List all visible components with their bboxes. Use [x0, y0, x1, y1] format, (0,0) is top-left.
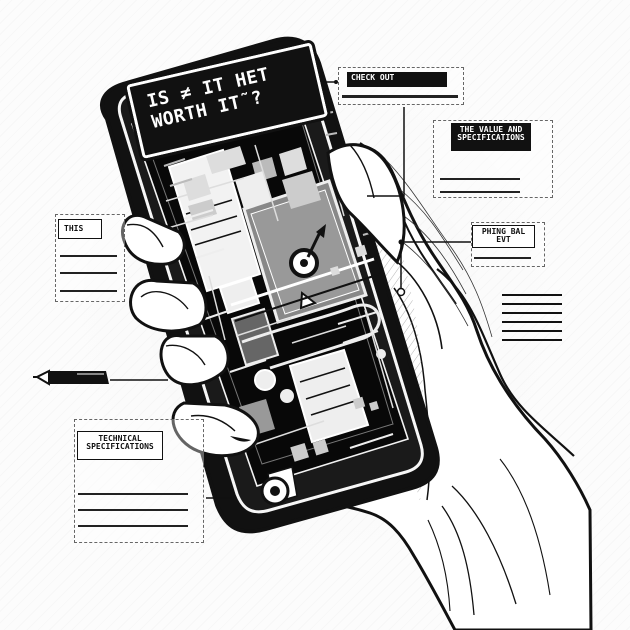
thumb	[326, 143, 406, 265]
check-out-underline	[342, 95, 458, 98]
phone-text-line	[474, 257, 531, 259]
right-text-line	[502, 339, 562, 341]
this-label: THIS	[58, 219, 102, 239]
phone-label: PHING BAL EVT	[472, 225, 535, 248]
right-text-line	[502, 312, 562, 314]
technical-text-line	[78, 493, 188, 495]
technical-text-line	[78, 509, 188, 511]
index-finger	[121, 214, 186, 266]
this-text-line	[60, 255, 117, 257]
check-out-label: CHECK OUT	[347, 72, 447, 87]
connector-check-out	[367, 107, 405, 197]
values-text-line	[440, 178, 520, 180]
right-text-line	[502, 330, 562, 332]
values-label: THE VALUE AND SPECIFICATIONS	[451, 123, 531, 151]
technical-text-line	[78, 525, 188, 527]
right-text-line	[502, 294, 562, 296]
right-text-line	[502, 321, 562, 323]
technical-label: TECHNICAL SPECIFICATIONS	[77, 431, 163, 460]
ring-finger	[159, 334, 230, 387]
middle-finger	[129, 278, 208, 333]
pen-icon	[33, 369, 109, 386]
this-text-line	[60, 290, 117, 292]
this-text-line	[60, 272, 117, 274]
phone-device	[100, 36, 440, 534]
values-text-line	[440, 191, 520, 193]
right-text-line	[502, 303, 562, 305]
